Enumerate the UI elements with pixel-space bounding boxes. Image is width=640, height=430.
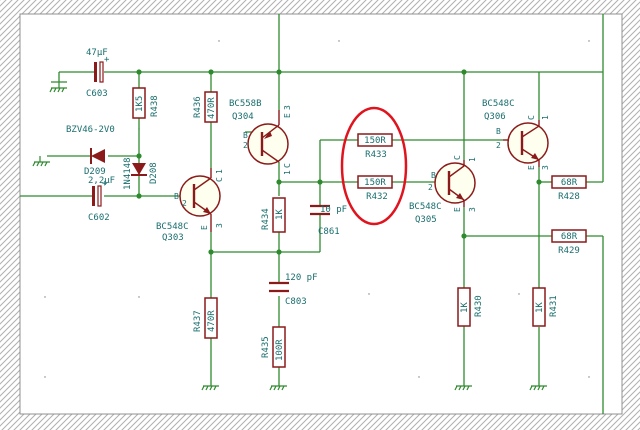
resistor-r429: 68R R429 bbox=[551, 229, 587, 256]
d209-ref: D209 bbox=[84, 167, 106, 177]
r429-ref: R429 bbox=[558, 246, 580, 256]
diode-d209: BZV46-2V0 D209 bbox=[66, 125, 115, 177]
r430-value: 1K bbox=[460, 302, 470, 313]
c602-ref: C602 bbox=[88, 213, 110, 223]
resistor-r428: 68R R428 bbox=[551, 175, 587, 202]
transistor-q305: BC548C Q305 B 2 C 1 E 3 bbox=[409, 155, 477, 225]
d208-value: 1N4148 bbox=[123, 157, 133, 190]
junction-dots bbox=[136, 69, 542, 255]
capacitor-c603: + 47µF C603 bbox=[86, 48, 110, 99]
c603-value: 47µF bbox=[86, 48, 108, 58]
q305-value: BC548C bbox=[409, 202, 442, 212]
capacitor-c861: 10 pF C861 bbox=[310, 204, 347, 237]
r438-ref: R438 bbox=[150, 95, 160, 117]
c602-value: 2,2µF bbox=[88, 176, 115, 186]
q304-pin-c: C bbox=[283, 163, 292, 168]
c602-polarity: + bbox=[102, 179, 108, 189]
q306-pin-e: E bbox=[527, 165, 536, 170]
resistor-r437: 470R R437 bbox=[193, 297, 218, 339]
r434-ref: R434 bbox=[261, 208, 271, 230]
q306-ref: Q306 bbox=[484, 112, 506, 122]
d209-value: BZV46-2V0 bbox=[66, 125, 115, 135]
resistor-r436: 470R R436 bbox=[193, 91, 218, 123]
resistor-r434: 1K R434 bbox=[261, 197, 286, 233]
q305-ref: Q305 bbox=[415, 215, 437, 225]
c861-value: 10 pF bbox=[320, 205, 347, 215]
r428-value: 68R bbox=[561, 178, 578, 188]
highlight-ellipse bbox=[340, 106, 408, 226]
q304-pin-b: B bbox=[243, 131, 248, 140]
resistor-r430: 1K R430 bbox=[457, 287, 484, 327]
q305-pin-c: C bbox=[453, 155, 462, 160]
r436-ref: R436 bbox=[193, 96, 203, 118]
q305-pin-2: 2 bbox=[428, 183, 433, 192]
q303-pin-b: B bbox=[174, 192, 179, 201]
c603-polarity: + bbox=[104, 55, 110, 65]
r435-ref: R435 bbox=[261, 336, 271, 358]
r438-value: 1K5 bbox=[135, 96, 145, 112]
r430-ref: R430 bbox=[474, 295, 484, 317]
q304-pin-e: E bbox=[283, 113, 292, 118]
r433-ref: R433 bbox=[365, 150, 387, 160]
resistor-r432: 150R R432 bbox=[357, 175, 393, 202]
r435-value: 100R bbox=[275, 339, 285, 361]
transistor-q303: BC548C Q303 B 2 C 1 E 3 bbox=[156, 168, 224, 243]
r431-value: 1K bbox=[535, 302, 545, 313]
q304-pin-3: 3 bbox=[283, 105, 292, 110]
q304-value: BC558B bbox=[229, 99, 262, 109]
q305-pin-e: E bbox=[453, 207, 462, 212]
q304-pin-1: 1 bbox=[283, 170, 292, 175]
q303-pin-1: 1 bbox=[215, 169, 224, 174]
q306-pin-b: B bbox=[496, 127, 501, 136]
diode-d208: 1N4148 D208 bbox=[123, 157, 159, 190]
q303-value: BC548C bbox=[156, 222, 189, 232]
q305-pin-3: 3 bbox=[468, 207, 477, 212]
q305-pin-1: 1 bbox=[468, 157, 477, 162]
r432-value: 150R bbox=[364, 178, 386, 188]
q305-pin-b: B bbox=[431, 171, 436, 180]
r431-ref: R431 bbox=[549, 295, 559, 317]
q303-pin-3: 3 bbox=[215, 223, 224, 228]
capacitor-c602: + 2,2µF C602 bbox=[88, 176, 115, 223]
q304-pin-2: 2 bbox=[243, 141, 248, 150]
q306-pin-3: 3 bbox=[541, 165, 550, 170]
capacitor-c803: 120 pF C803 bbox=[269, 273, 318, 307]
q306-value: BC548C bbox=[482, 99, 515, 109]
q304-ref: Q304 bbox=[232, 112, 254, 122]
q306-pin-c: C bbox=[527, 115, 536, 120]
transistor-q304: BC558B Q304 B 2 E 3 C 1 bbox=[229, 99, 292, 175]
r437-value: 470R bbox=[207, 310, 217, 332]
resistor-r435: 100R R435 bbox=[261, 326, 286, 368]
wires bbox=[20, 14, 604, 414]
resistor-r438: 1K5 R438 bbox=[132, 87, 160, 119]
c861-ref: C861 bbox=[318, 227, 340, 237]
r433-value: 150R bbox=[364, 136, 386, 146]
resistor-r431: 1K R431 bbox=[532, 287, 559, 327]
resistor-r433: 150R R433 bbox=[357, 133, 393, 160]
transistor-q306: BC548C Q306 B 2 C 1 E 3 bbox=[482, 99, 550, 170]
r434-value: 1K bbox=[275, 209, 285, 220]
r437-ref: R437 bbox=[193, 310, 203, 332]
c803-value: 120 pF bbox=[285, 273, 318, 283]
q303-pin-e: E bbox=[200, 225, 209, 230]
ground-symbols bbox=[32, 81, 547, 391]
q303-pin-2: 2 bbox=[182, 199, 187, 208]
q306-pin-2: 2 bbox=[496, 141, 501, 150]
c803-ref: C803 bbox=[285, 297, 307, 307]
c603-ref: C603 bbox=[86, 89, 108, 99]
q303-pin-c: C bbox=[215, 177, 224, 182]
r428-ref: R428 bbox=[558, 192, 580, 202]
r436-value: 470R bbox=[207, 97, 217, 119]
r429-value: 68R bbox=[561, 232, 578, 242]
r432-ref: R432 bbox=[366, 192, 388, 202]
q306-pin-1: 1 bbox=[541, 115, 550, 120]
q303-ref: Q303 bbox=[162, 233, 184, 243]
d208-ref: D208 bbox=[149, 162, 159, 184]
